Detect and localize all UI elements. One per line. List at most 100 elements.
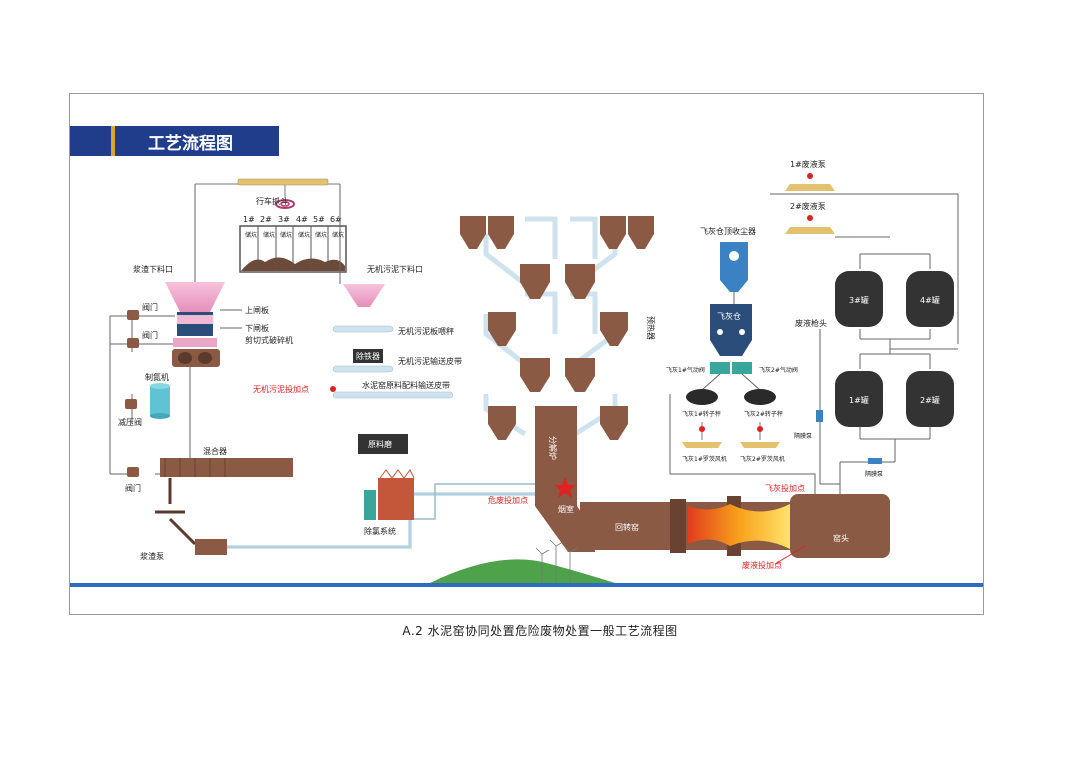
kiln-head-label: 窑头 [833,533,849,543]
raw-mill-label: 原料磨 [368,439,392,449]
pit-4-label: 储坑 [298,231,310,239]
pit-1-label: 储坑 [245,231,257,239]
bin-labels: 1# 2# 3# 4# 5# 6# [243,215,342,224]
diaphragm-pump-b [868,458,882,464]
title-bar-accent [111,126,115,156]
preheater-label: 预热器 [646,316,656,340]
process-flow-diagram: 工艺流程图 行车抓斗 1# 2# 3# 4# 5# 6# 储坑 储坑 储坑 储坑… [70,126,983,587]
bin-4-label: 4# [296,215,308,224]
kiln-head [790,494,890,558]
inorganic-point-marker [330,386,336,392]
tank1-label: 1#罐 [849,395,869,405]
fly-ash-collector-label: 飞灰仓顶收尘器 [700,226,756,236]
pit-3-label: 储坑 [280,231,292,239]
tank3-label: 3#罐 [849,295,869,305]
left-process-lines [109,184,341,475]
fly-ash-valve-1 [710,362,730,374]
pit-6-label: 储坑 [332,231,344,239]
valve-label-2: 阀门 [142,330,158,340]
title-bar [115,126,279,156]
tank-lines [770,193,959,494]
fly-ash-silo-label: 飞灰仓 [717,311,741,321]
bin-2-label: 2# [260,215,272,224]
rotor-scale-2 [744,389,776,405]
pit-5-label: 储坑 [315,231,327,239]
diagram-frame: 工艺流程图 行车抓斗 1# 2# 3# 4# 5# 6# 储坑 储坑 储坑 储坑… [69,93,984,615]
fly-ash-line-2 [741,373,761,391]
pressure-valve-label: 减压阀 [118,417,142,427]
wind-turbines [535,539,578,583]
roots-fans [682,422,780,448]
liquid-point-label: 废液投加点 [742,560,782,570]
mixer [160,458,293,477]
tank4-label: 4#罐 [920,295,940,305]
pump-a-label: 隔膜泵 [794,432,812,440]
bin-6-label: 6# [330,215,342,224]
fly-ash-valve-2 [732,362,752,374]
tank2-label: 2#罐 [920,395,940,405]
fly-ash-line-1 [701,373,721,391]
tank-1 [835,371,883,427]
tank-4 [906,271,954,327]
iron-remover-label: 除铁器 [356,351,380,361]
smoke-chamber-label: 烟室 [558,504,574,514]
kiln-label: 回转窑 [615,522,639,532]
slurry-pipe-edge [227,493,550,548]
inorganic-point-label: 无机污泥投加点 [253,384,309,394]
hazard-point-star [554,477,576,498]
diaphragm-pump-a [816,410,823,422]
valve2-label: 飞灰2#气动阀 [759,366,798,374]
valve-label-1: 阀门 [142,302,158,312]
preheater-cyclones [460,216,654,440]
chlorine-label: 除氯系统 [364,526,396,536]
pump2-marker [807,215,813,221]
pressure-valve-icon [125,399,137,409]
screw-conveyor [155,478,197,546]
crane-grab [195,178,340,209]
fan2-label: 飞灰2#罗茨风机 [740,455,785,463]
fly-ash-point-label: 飞灰投加点 [765,483,805,493]
pit-2-label: 储坑 [263,231,275,239]
nitrogen-tank [150,383,170,419]
fly-ash-feed-line [669,394,816,494]
pump2 [785,227,835,234]
figure-caption: A.2 水泥窑协同处置危险废物处置一般工艺流程图 [402,624,678,638]
calciner-label: 分解炉 [548,436,558,460]
bin-1-label: 1# [243,215,255,224]
mixer-label: 混合器 [203,446,227,456]
lower-gate-label: 下闸板 [245,323,269,333]
tank-2 [906,371,954,427]
raw-mill [358,434,408,454]
inorganic-scale [332,325,394,333]
inorganic-conveyor-label: 无机污泥输送皮带 [398,356,462,366]
valve-label-3: 阀门 [125,483,141,493]
iron-remover [353,349,383,363]
hazard-point-label: 危废投加点 [488,495,528,505]
cement-conveyor [332,391,454,399]
inorganic-scale-label: 无机污泥板喂秤 [398,326,454,336]
lance-label: 废液枪头 [795,318,827,328]
inorganic-inlet-label: 无机污泥下料口 [367,264,423,274]
chlorine-system [364,469,415,520]
tank-3 [835,271,883,327]
shear-crusher-label: 剪切式破碎机 [245,335,293,345]
chlorine-pipe [414,483,555,520]
fly-ash-collector [720,242,748,304]
inorganic-hopper [343,284,385,307]
valve1-label: 飞灰1#气动阀 [666,366,705,374]
bin-3-label: 3# [278,215,290,224]
kiln-tire-1 [670,499,686,553]
pump1-marker [807,173,813,179]
bin-5-label: 5# [313,215,325,224]
upper-gate-label: 上闸板 [245,305,269,315]
slurry-inlet-label: 浆渣下料口 [133,264,173,274]
rotor-scale-1 [686,389,718,405]
cement-conveyor-label: 水泥窑原料配料输送皮带 [362,380,450,390]
page-title: 工艺流程图 [148,133,233,154]
kiln-flame [688,504,790,549]
title-bar-left [70,126,111,156]
fly-ash-silo [710,304,752,356]
valve-icons [127,310,139,477]
green-hill [430,559,615,583]
scale2-label: 飞灰2#转子秤 [744,410,783,418]
